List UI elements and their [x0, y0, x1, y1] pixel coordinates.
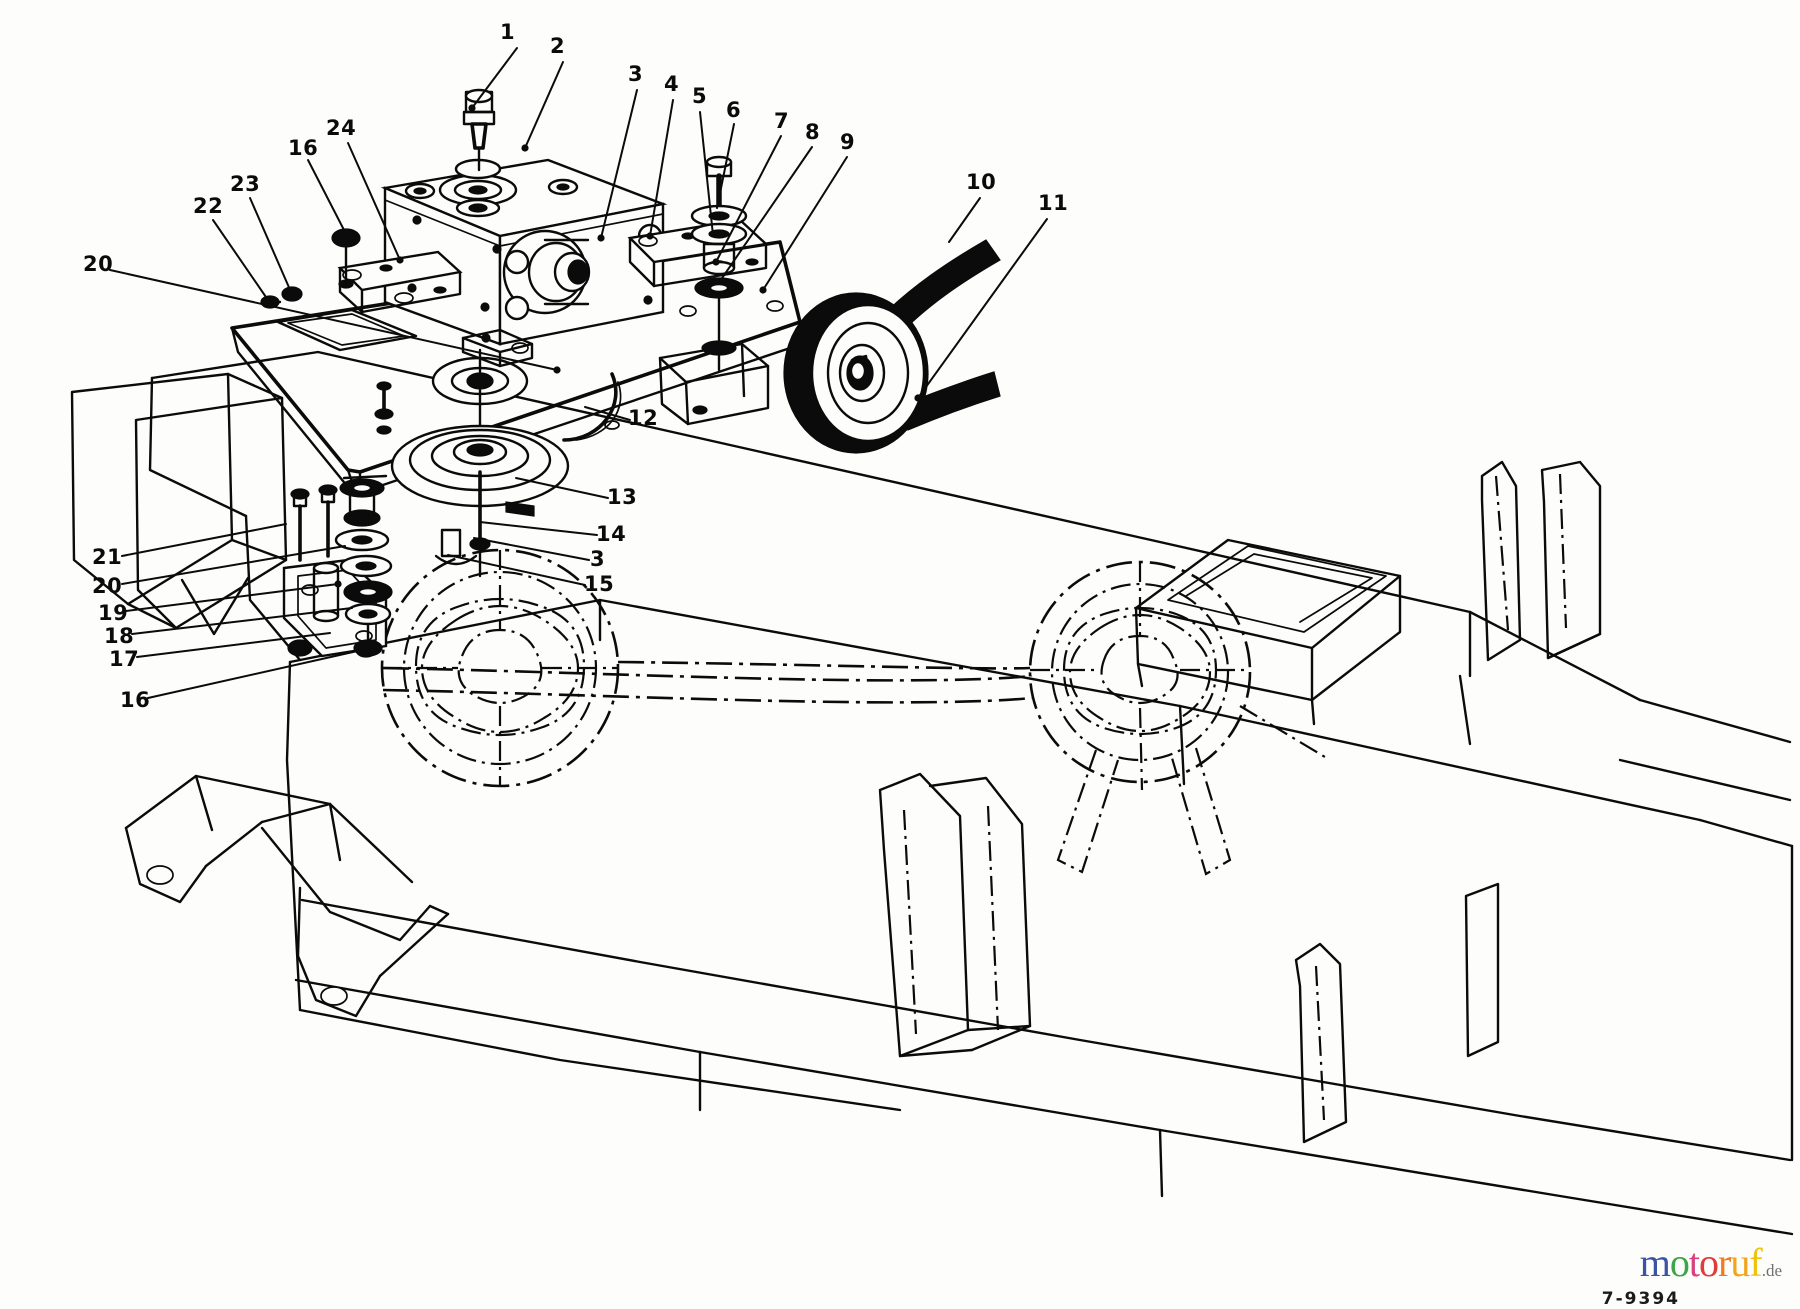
callout-17: 17	[109, 647, 140, 671]
motoruf-watermark: motoruf.de	[1640, 1243, 1782, 1283]
lower-left-bracket-assembly	[282, 474, 393, 658]
callout-20a: 20	[83, 252, 114, 276]
callout-21: 21	[92, 545, 123, 569]
deck-mount-arms-left	[124, 774, 450, 1018]
watermark-letter-f: f	[1749, 1240, 1762, 1285]
watermark-suffix: .de	[1761, 1261, 1782, 1280]
callout-3a: 3	[628, 62, 644, 86]
callout-15: 15	[584, 572, 615, 596]
deck-rail-right	[1134, 538, 1402, 726]
watermark-letter-u: u	[1730, 1240, 1750, 1285]
gearbox-housing	[380, 158, 668, 368]
left-bracket-plate	[337, 250, 463, 314]
watermark-letter-m: m	[1639, 1240, 1671, 1285]
callout-22: 22	[193, 194, 224, 218]
idler-pulley-and-belt	[783, 239, 1001, 454]
callout-11: 11	[1038, 191, 1069, 215]
left-bracket-fasteners	[260, 228, 361, 309]
watermark-letter-r: r	[1718, 1240, 1731, 1285]
deck-drive-belt	[382, 660, 1033, 704]
drawing-part-number: 7-9394	[1601, 1289, 1680, 1309]
watermark-letter-o1: o	[1669, 1240, 1690, 1285]
callout-5: 5	[692, 84, 708, 108]
callout-10: 10	[966, 170, 997, 194]
callout-13: 13	[607, 485, 638, 509]
callout-18: 18	[104, 624, 135, 648]
right-blade-spindle-pulley	[1028, 560, 1331, 876]
callout-8: 8	[805, 120, 821, 144]
callout-23: 23	[230, 172, 261, 196]
plate-lower-fasteners	[374, 381, 394, 435]
callout-12: 12	[628, 406, 659, 430]
watermark-letter-o2: o	[1699, 1240, 1719, 1285]
left-blade-spindle-pulley	[380, 548, 620, 788]
callout-7: 7	[774, 109, 790, 133]
callout-6: 6	[726, 98, 742, 122]
callout-16a: 16	[288, 136, 319, 160]
deck-blades-center	[878, 772, 1500, 1144]
deck-fins-right	[1480, 460, 1602, 662]
callout-19: 19	[98, 601, 129, 625]
callout-3b: 3	[590, 547, 606, 571]
callout-1: 1	[500, 20, 516, 44]
callout-16b: 16	[120, 688, 151, 712]
watermark-letter-t: t	[1688, 1240, 1700, 1285]
right-support-block	[658, 342, 770, 426]
callout-4: 4	[664, 72, 680, 96]
callout-leader-lines	[109, 47, 1048, 699]
callout-9: 9	[840, 130, 856, 154]
mower-deck-outline	[148, 350, 1794, 1236]
callout-14: 14	[596, 522, 627, 546]
callout-24: 24	[326, 116, 357, 140]
callout-20b: 20	[92, 574, 123, 598]
callout-2: 2	[550, 34, 566, 58]
center-sheave-assembly	[390, 372, 622, 578]
